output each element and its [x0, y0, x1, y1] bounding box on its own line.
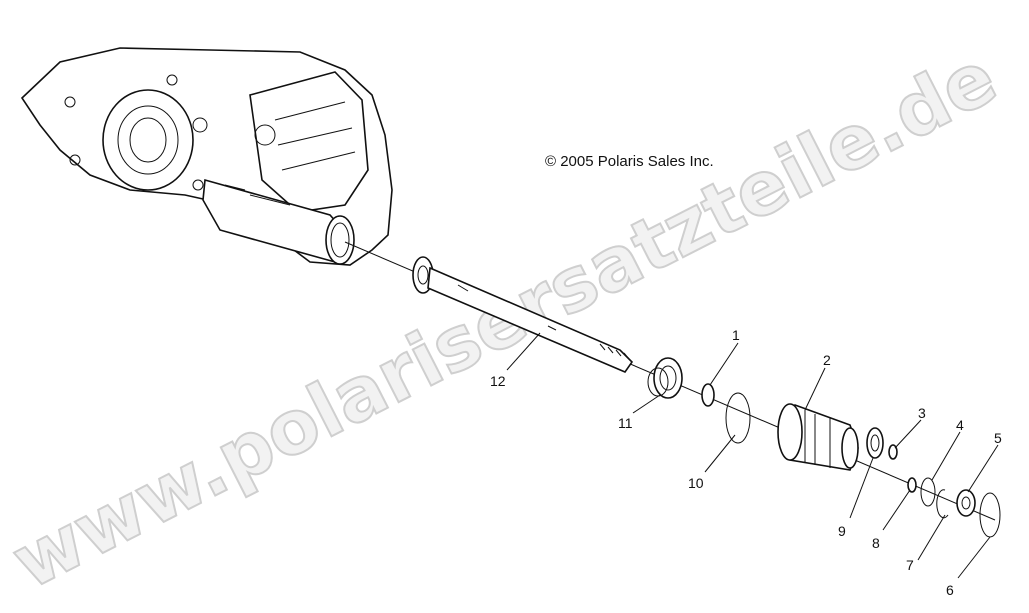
leader-lines	[506, 332, 999, 579]
callout-1: 1	[732, 327, 740, 343]
copyright-text: © 2005 Polaris Sales Inc.	[545, 153, 714, 170]
callout-3: 3	[918, 405, 926, 421]
callout-7: 7	[906, 557, 914, 573]
callout-10: 10	[688, 475, 704, 491]
gearcase-housing	[20, 47, 393, 266]
callout-11: 11	[618, 415, 633, 431]
callout-12: 12	[490, 373, 506, 389]
part-11-bearing	[647, 357, 683, 399]
part-10-o-ring	[725, 392, 751, 444]
part-8-ring	[907, 477, 917, 493]
part-9-bearing	[866, 427, 884, 459]
callout-9: 9	[838, 523, 846, 539]
part-2-coupler	[777, 403, 859, 471]
part-7-retaining-ring	[936, 489, 949, 519]
part-1-ring	[701, 383, 715, 407]
part-12-shaft	[412, 256, 634, 373]
callout-5: 5	[994, 430, 1002, 446]
callout-8: 8	[872, 535, 880, 551]
part-3-ring	[888, 444, 898, 460]
callout-2: 2	[823, 352, 831, 368]
callout-4: 4	[956, 417, 964, 433]
part-5-seal	[956, 489, 976, 517]
callout-6: 6	[946, 582, 954, 598]
part-4-snap-ring	[920, 477, 936, 507]
